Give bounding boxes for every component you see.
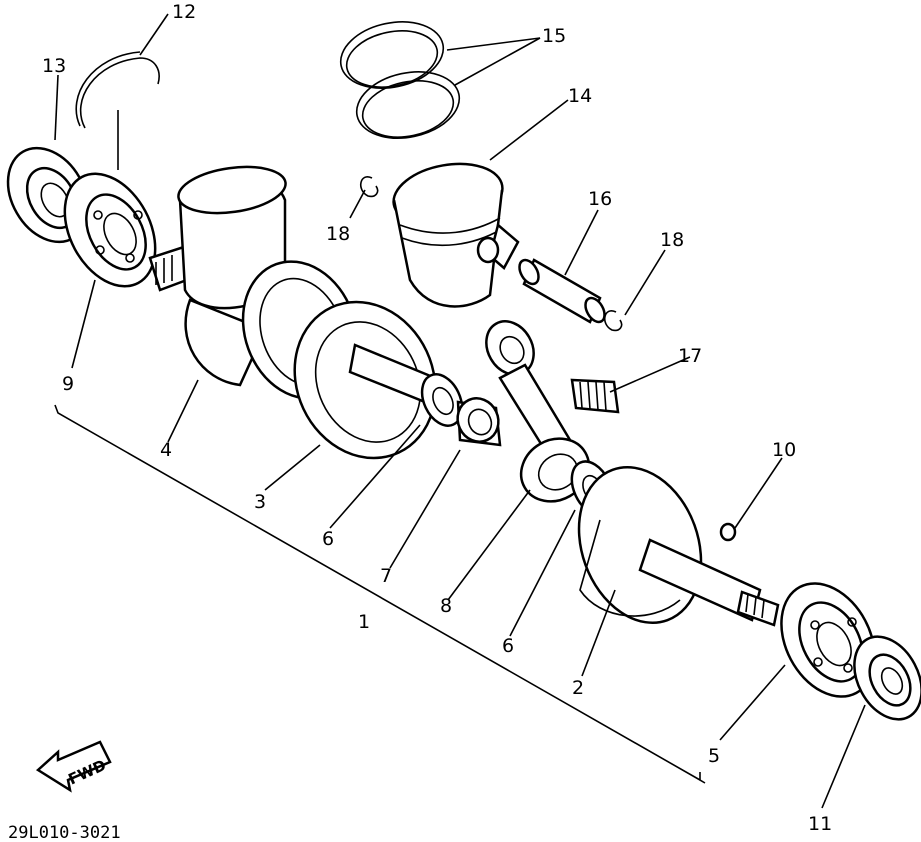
callout-11: 11	[808, 813, 832, 835]
part-18-circlip-right	[604, 310, 623, 332]
callout-2: 2	[572, 677, 584, 699]
callout-18-right: 18	[660, 229, 684, 251]
fwd-arrow: FWD	[35, 740, 112, 793]
callout-13: 13	[42, 55, 66, 77]
callout-16: 16	[588, 188, 612, 210]
part-18-circlip-left	[360, 176, 379, 198]
callout-labels: 12 13 15 14 16 18 18 17 9 10 4 3 6 7 8 1…	[42, 1, 832, 835]
part-7-needle-bearing	[456, 397, 502, 447]
assembly-bracket	[54, 404, 706, 784]
callout-6-right: 6	[502, 635, 514, 657]
callout-6-left: 6	[322, 528, 334, 550]
part-5-bearing	[780, 582, 876, 698]
part-17-small-end-bearing	[570, 378, 620, 414]
part-14-piston	[392, 162, 520, 308]
part-10-key	[719, 522, 737, 542]
part-6-washer-left	[420, 373, 464, 427]
callout-17: 17	[678, 345, 702, 367]
drawing-code: 29L010-3021	[8, 823, 121, 842]
part-11-oil-seal	[853, 635, 921, 721]
part-16-piston-pin	[518, 258, 606, 324]
part-12-ring	[75, 51, 160, 129]
callout-18-left: 18	[326, 223, 350, 245]
callout-1: 1	[358, 611, 370, 633]
callout-5: 5	[708, 745, 720, 767]
leader-lines	[54, 13, 866, 809]
callout-3: 3	[254, 491, 266, 513]
part-9-bearing	[63, 172, 157, 288]
callout-4: 4	[160, 439, 172, 461]
callout-10: 10	[772, 439, 796, 461]
callout-12: 12	[172, 1, 196, 23]
part-15-piston-rings	[339, 21, 461, 139]
callout-8: 8	[440, 595, 452, 617]
callout-9: 9	[62, 373, 74, 395]
callout-7: 7	[380, 565, 392, 587]
part-2-crank-half-right	[577, 466, 780, 627]
callout-14: 14	[568, 85, 592, 107]
callout-15: 15	[542, 25, 566, 47]
